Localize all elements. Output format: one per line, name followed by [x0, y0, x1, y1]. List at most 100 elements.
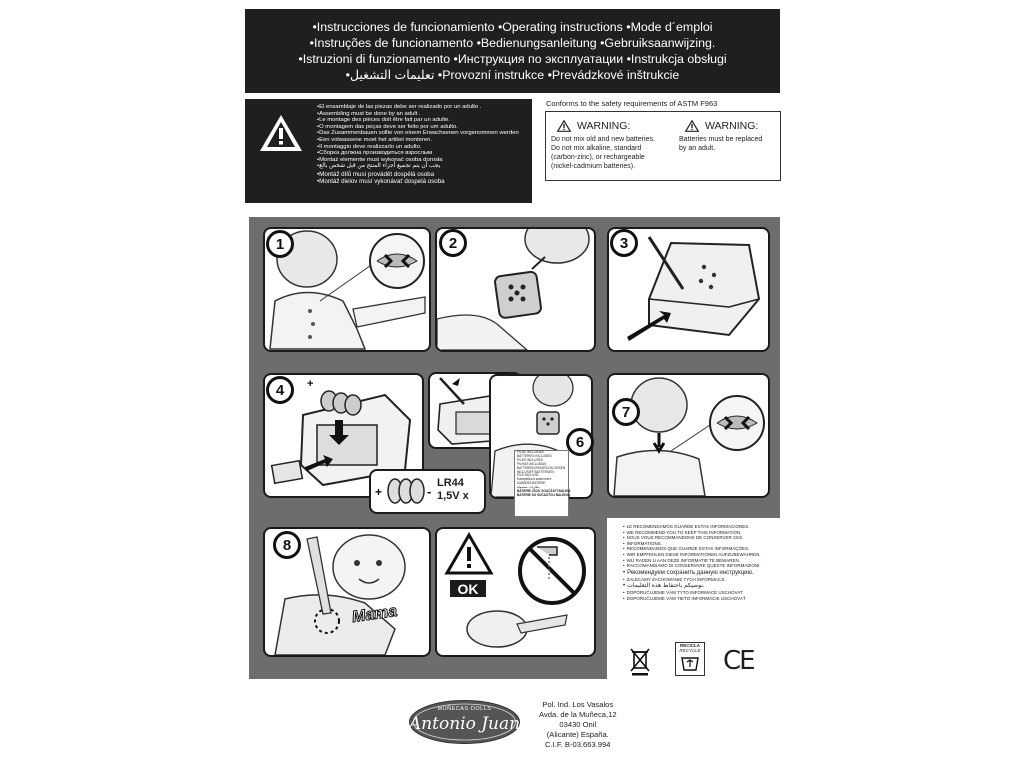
header-line: •Istruzioni di funzionamento •Инструкция…: [298, 52, 727, 66]
keep-info-item: RECOMENDAMOS QUE GUARDE ESTAS INFORMAÇÕE…: [623, 546, 780, 552]
adult-warning-item: Montáž dílů musí provádět dospělá osoba: [317, 171, 529, 179]
adult-warning-item: Montáž dielov musí vykonávať dospelá oso…: [317, 178, 529, 186]
adult-warning-item: يجب أن يتم تجميع أجزاء المنتج من قبل شخص…: [317, 163, 529, 170]
battery-card-line: Батарейки в комплекте: [517, 477, 552, 482]
svg-text:+: +: [307, 378, 313, 390]
voice-box-removal-illustration: [437, 229, 590, 350]
keep-information-notice: LE RECOMENDAMOS GUARDE ESTAS INFORMACION…: [607, 518, 780, 679]
ok-label: OK: [450, 580, 486, 597]
keep-info-item: DOPORUČUJEME VÁM TIETO INFORMÁCIE USCHOV…: [623, 596, 780, 602]
battery-model: LR44: [437, 477, 464, 489]
warning-triangle-icon: [557, 120, 571, 132]
battery-card-line: PILHAS INCLUÍDAS: [517, 461, 547, 466]
keep-info-item: نوصيكم باحتفاظ هذه التعليمات.: [623, 582, 780, 590]
svg-text:+: +: [375, 485, 382, 499]
doll-back-close-illustration: [613, 377, 765, 496]
address-line: 03430 Onil: [559, 720, 597, 729]
logo-subtitle: MUÑECAS·DOLLS: [437, 706, 492, 712]
washing-instructions-panel: [435, 527, 596, 657]
adult-warning-item: El ensamblaje de las piezas debe ser rea…: [317, 104, 529, 111]
keep-info-item: DOPORUČUJEME VÁM TYTO INFORMACE USCHOVAT: [623, 590, 780, 596]
recycle-label: RECYCLE: [679, 648, 701, 653]
step-7-panel: [607, 373, 770, 498]
battery-mix-warning: WARNING: Do not mix old and new batterie…: [551, 120, 655, 171]
battery-card-line: BATÉRIE SÚ SÚČASŤOU BALENIA: [517, 492, 570, 497]
keep-info-item: WIR EMPFEHLEN DIESE INFORMATIONEN AUFZUB…: [623, 552, 780, 558]
adult-warning-item: Сборка должна производиться взрослым: [317, 150, 529, 157]
warning-label: WARNING:: [705, 119, 759, 132]
battery-card-line: INCLUSIEF BATTERIJEN: [517, 469, 554, 474]
keep-info-item: NOUS VOUS RECOMMANDONS DE CONSERVER CES: [623, 535, 780, 541]
warning-line: by an adult.: [679, 145, 716, 152]
warning-triangle-icon: [260, 115, 302, 151]
address-line: Pol. Ind. Los Vasalos: [542, 700, 614, 709]
warning-line: Batteries must be replaced: [679, 136, 763, 143]
adult-assembly-warning: El ensamblaje de las piezas debe ser rea…: [245, 99, 532, 203]
step-number-badge: 1: [266, 230, 294, 258]
step-3-panel: [607, 227, 770, 352]
adult-warning-item: Le montage des pièces doit être fait par…: [317, 117, 529, 124]
battery-card-line: BATTERIES INCLUDED: [517, 453, 552, 458]
crossed-bin-icon: [630, 648, 650, 676]
battery-replace-warning: WARNING: Batteries must be replaced by a…: [679, 120, 762, 153]
address-line: (Alicante) España.: [546, 730, 609, 739]
do-not-submerge-illustration: [444, 532, 586, 648]
address-line: C.I.F. B-03.663.994: [545, 740, 611, 749]
keep-info-item: WE RECOMMEND YOU TO KEEP THIS INFORMATIO…: [623, 530, 780, 536]
ce-mark: CE: [723, 646, 756, 676]
battery-spec-label: + - LR44 1,5V x: [369, 469, 486, 514]
adult-warning-item: Montaż elementw musi wykonać osoba doros…: [317, 157, 529, 164]
instructions-title-banner: •Instrucciones de funcionamiento •Operat…: [245, 9, 780, 93]
screwdriver-cover-illustration: [627, 236, 761, 341]
battery-insertion-illustration: +: [270, 378, 412, 487]
keep-info-item: WIJ RADEN U AAN DEZE INFORMATIE TE BEWAR…: [623, 558, 780, 564]
step-number-badge: 3: [610, 229, 638, 257]
recycle-mark: RECICLA RECYCLE: [675, 642, 705, 676]
keep-info-item: ZALECAMY ZACHOWANIE TYCH INFORMACJI.: [623, 577, 780, 583]
header-line: •Instrucciones de funcionamiento •Operat…: [312, 20, 713, 34]
press-tummy-illustration: [274, 534, 406, 655]
battery-card-line: PILE INCLUSE: [517, 473, 539, 478]
keep-info-item: Рекомендуем сохранить данную инструкцию.: [623, 569, 780, 577]
warning-triangle-icon: [685, 120, 699, 132]
step-number-badge: 6: [566, 428, 594, 456]
header-line: •تعليمات التشغيل •Provozní instrukce •Pr…: [345, 68, 680, 82]
batteries-included-card: PILAS INCLUIDAS BATTERIES INCLUDED PILES…: [514, 450, 571, 517]
battery-warning-box: WARNING: Do not mix old and new batterie…: [545, 111, 781, 181]
warning-label: WARNING:: [577, 119, 631, 132]
svg-text:-: -: [427, 484, 431, 499]
battery-card-line: BATTERIEN EINGESCHLOSSEN: [517, 465, 566, 470]
step-number-badge: 7: [612, 398, 640, 426]
step-number-badge: 8: [273, 531, 301, 559]
step-number-badge: 2: [439, 229, 467, 257]
company-address: Pol. Ind. Los Vasalos Avda. de la Muñeca…: [539, 700, 617, 750]
keep-info-item: RACCOMANDIAMO DI CONSERVARE QUESTE INFOR…: [623, 563, 780, 569]
battery-card-line: ZAWIERA BATERIE: [517, 481, 546, 486]
logo-name: Antonio Juan: [408, 714, 521, 734]
battery-card-line: بطاريات مشمولة: [517, 485, 540, 490]
adult-warning-list: El ensamblaje de las piezas debe ser rea…: [317, 104, 529, 185]
coin-batteries-icon: + -: [375, 478, 431, 504]
keep-info-item: LE RECOMENDAMOS GUARDE ESTAS INFORMACION…: [623, 524, 780, 530]
adult-warning-item: Das Zusammenbauen sollte von einem Erwac…: [317, 130, 529, 137]
astm-compliance-text: Conforms to the safety requirements of A…: [546, 99, 718, 108]
keep-info-item: INFORMATIONS.: [623, 541, 780, 547]
step-8-panel: [263, 527, 431, 657]
warning-line: Do not mix alkaline, standard: [551, 145, 642, 152]
recycle-bin-icon: [681, 657, 699, 671]
battery-card-line: BATERIE JSOU SOUČÁSTÍ BALENÍ: [517, 489, 571, 494]
brand-logo: MUÑECAS·DOLLS Antonio Juan: [408, 699, 521, 745]
logo-oval: [409, 700, 520, 744]
adult-warning-item: Assembling must be done by an adult .: [317, 111, 529, 118]
header-line: •Instruções de funcionamento •Bedienungs…: [309, 36, 716, 50]
battery-card-line: PILAS INCLUIDAS: [517, 450, 544, 454]
adult-warning-item: O montagem das peças deve ser feito por …: [317, 124, 529, 131]
battery-voltage: 1,5V x: [437, 490, 469, 502]
battery-card-line: PILES INCLUSES: [517, 457, 543, 462]
warning-line: (nickel-cadmium batteries).: [551, 163, 636, 170]
warning-line: Do not mix old and new batteries.: [551, 136, 655, 143]
adult-warning-item: Il montaggio deve realizzarlo un adulto.: [317, 144, 529, 151]
warning-line: (carbon-zinc), or rechargeable: [551, 154, 645, 161]
recicla-label: RECICLA: [680, 643, 700, 648]
adult-warning-item: Een volwassene moet het artikel monteren…: [317, 137, 529, 144]
